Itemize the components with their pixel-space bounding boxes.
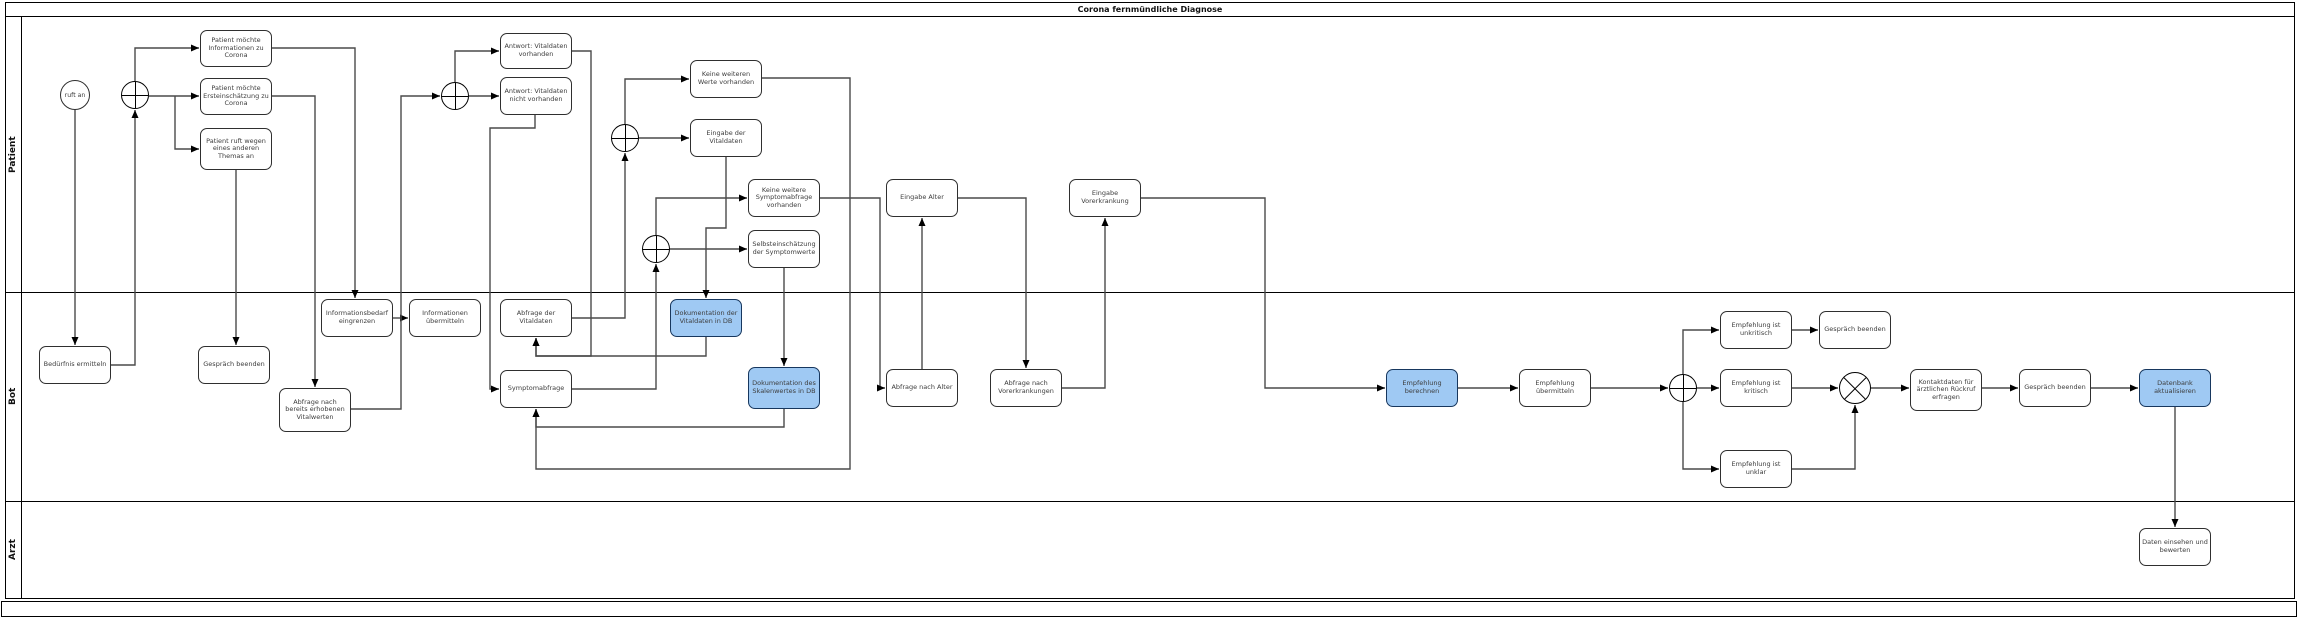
pool-border <box>5 2 2295 599</box>
task-keine-weitere-symptomabfrage[interactable]: Keine weitere Symptomabfrage vorhanden <box>748 179 820 217</box>
lane-divider-patient-bot <box>5 292 2295 293</box>
task-empfehlung-unklar[interactable]: Empfehlung ist unklar <box>1720 450 1792 488</box>
task-dokumentation-skalenwert-db[interactable]: Dokumentation des Skalenwertes in DB <box>748 367 820 409</box>
gateway-symptom-icon[interactable] <box>642 235 670 263</box>
gateway-vitaldaten-eingabe-icon[interactable] <box>611 124 639 152</box>
lane-label-arzt: Arzt <box>8 539 18 561</box>
task-patient-ruft-anderes-thema[interactable]: Patient ruft wegen eines anderen Themas … <box>200 128 272 170</box>
task-kontaktdaten-rueckruf[interactable]: Kontaktdaten für ärztlichen Rückruf erfr… <box>1910 369 1982 411</box>
task-abfrage-nach-vorerkrankungen[interactable]: Abfrage nach Vorerkrankungen <box>990 369 1062 407</box>
task-empfehlung-kritisch[interactable]: Empfehlung ist kritisch <box>1720 369 1792 407</box>
task-antwort-vitaldaten-nicht-vorhanden[interactable]: Antwort: Vitaldaten nicht vorhanden <box>500 77 572 115</box>
task-informationsbedarf-eingrenzen[interactable]: Informationsbedarf eingrenzen <box>321 299 393 337</box>
task-abfrage-der-vitaldaten[interactable]: Abfrage der Vitaldaten <box>500 299 572 337</box>
gateway-empfehlung-icon[interactable] <box>1669 374 1697 402</box>
lane-label-patient: Patient <box>8 136 18 173</box>
task-eingabe-alter[interactable]: Eingabe Alter <box>886 179 958 217</box>
task-keine-weiteren-werte[interactable]: Keine weiteren Werte vorhanden <box>690 60 762 98</box>
task-antwort-vitaldaten-vorhanden[interactable]: Antwort: Vitaldaten vorhanden <box>500 33 572 69</box>
lane-divider-bot-arzt <box>5 501 2295 502</box>
task-empfehlung-berechnen[interactable]: Empfehlung berechnen <box>1386 369 1458 407</box>
pool-title: Corona fernmündliche Diagnose <box>5 2 2295 17</box>
task-gespraech-beenden-2[interactable]: Gespräch beenden <box>1819 311 1891 349</box>
task-eingabe-vorerkrankung[interactable]: Eingabe Vorerkrankung <box>1069 179 1141 217</box>
gateway-anliegen-icon[interactable] <box>121 81 149 109</box>
task-abfrage-erhobene-vitalwerte[interactable]: Abfrage nach bereits erhobenen Vitalwert… <box>279 388 351 432</box>
task-daten-einsehen-bewerten[interactable]: Daten einsehen und bewerten <box>2139 528 2211 566</box>
lane-label-divider <box>21 17 22 599</box>
task-patient-moechte-ersteinschaetzung[interactable]: Patient möchte Ersteinschätzung zu Coron… <box>200 78 272 115</box>
task-selbsteinschaetzung-symptomwerte[interactable]: Selbsteinschätzung der Symptomwerte <box>748 230 820 268</box>
empty-bottom-lane <box>1 601 2297 617</box>
task-symptomabfrage[interactable]: Symptomabfrage <box>500 370 572 408</box>
task-datenbank-aktualisieren[interactable]: Datenbank aktualisieren <box>2139 369 2211 407</box>
task-empfehlung-unkritisch[interactable]: Empfehlung ist unkritisch <box>1720 311 1792 349</box>
task-dokumentation-vitaldaten-db[interactable]: Dokumentation der Vitaldaten in DB <box>670 299 742 337</box>
task-informationen-uebermitteln[interactable]: Informationen übermitteln <box>409 299 481 337</box>
gateway-vitaldaten-antwort-icon[interactable] <box>441 82 469 110</box>
task-patient-moechte-informationen[interactable]: Patient möchte Informationen zu Corona <box>200 30 272 67</box>
lane-label-bot: Bot <box>8 387 18 406</box>
task-beduerfnis-ermitteln[interactable]: Bedürfnis ermitteln <box>39 346 111 384</box>
task-eingabe-vitaldaten[interactable]: Eingabe der Vitaldaten <box>690 119 762 157</box>
task-gespraech-beenden-1[interactable]: Gespräch beenden <box>198 346 270 384</box>
start-event-ruft-an[interactable]: ruft an <box>60 80 90 110</box>
task-abfrage-nach-alter[interactable]: Abfrage nach Alter <box>886 369 958 407</box>
task-gespraech-beenden-3[interactable]: Gespräch beenden <box>2019 369 2091 407</box>
task-empfehlung-uebermitteln[interactable]: Empfehlung übermitteln <box>1519 369 1591 407</box>
